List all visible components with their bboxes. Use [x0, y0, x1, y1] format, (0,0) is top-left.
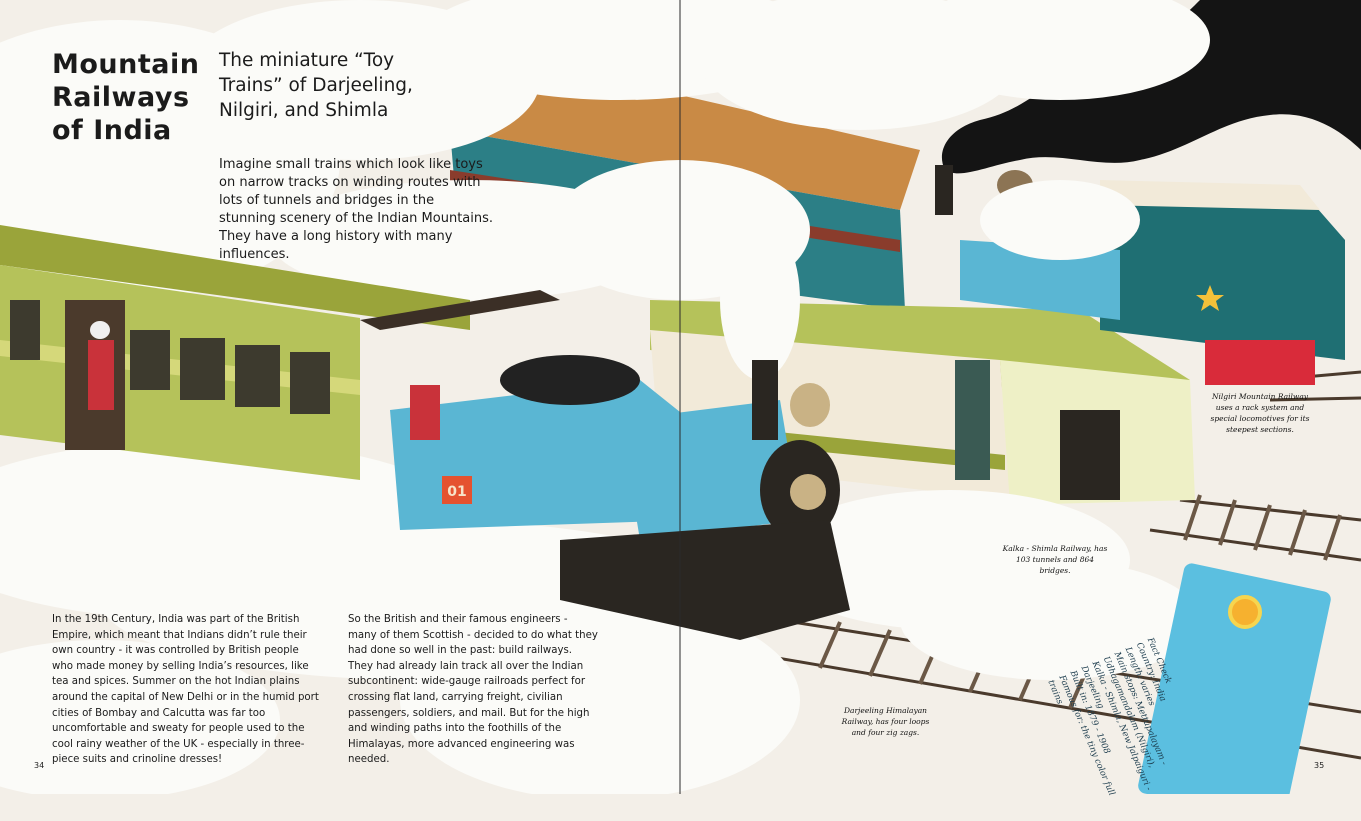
page-subtitle: The miniature “Toy Trains” of Darjeeling… — [219, 50, 413, 121]
body-paragraph-right: So the British and their famous engineer… — [348, 614, 598, 766]
loco-cab — [1100, 200, 1345, 360]
tender-canopy — [360, 290, 560, 330]
railcar-door — [955, 360, 990, 480]
coach-windows — [10, 300, 330, 414]
engine-number: 01 — [447, 484, 466, 500]
railcar-window — [1060, 410, 1120, 500]
intro-paragraph: Imagine small trains which look like toy… — [219, 157, 494, 262]
white-smoke-clouds — [0, 0, 1210, 794]
engine-number-plate — [442, 476, 472, 504]
caption-nilgiri: Nilgiri Mountain Railway uses a rack sys… — [1210, 392, 1310, 434]
loco-bell — [790, 383, 830, 427]
body-paragraph-left: In the 19th Century, India was part of t… — [52, 614, 319, 766]
loco-headlamp — [790, 474, 826, 510]
loco-base — [1205, 340, 1315, 385]
loco-boiler-side — [960, 240, 1120, 320]
rail-sleepers-right — [1183, 494, 1342, 561]
star-emblem-icon — [1196, 285, 1224, 311]
loco-chassis — [560, 520, 850, 640]
driver-figure — [410, 385, 440, 440]
passenger-turban — [90, 321, 110, 339]
sun-icon — [1228, 595, 1262, 629]
loco-cab-roof — [1100, 180, 1320, 210]
page-number-left: 34 — [34, 761, 45, 770]
caption-kalka-shimla: Kalka - Shimla Railway, has 103 tunnels … — [1002, 544, 1108, 575]
passenger-figure — [88, 340, 114, 410]
loco-chimney — [935, 165, 953, 215]
coal-heap — [500, 355, 640, 405]
loco-smokestack — [752, 360, 778, 440]
page-title: Mountain Railways of India — [52, 49, 200, 146]
coach-roof — [0, 225, 470, 330]
illustration: 01 — [0, 0, 1361, 794]
caption-darjeeling: Darjeeling Himalayan Railway, has four l… — [841, 706, 930, 737]
fact-card-bg — [1138, 563, 1331, 794]
page-number-right: 35 — [1314, 761, 1325, 770]
